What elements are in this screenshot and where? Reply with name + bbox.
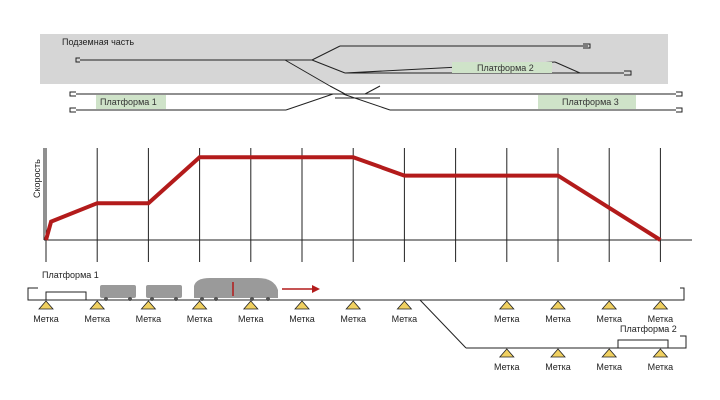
platform-3-label: Платформа 3 [562, 97, 619, 107]
platform-2-outline [617, 339, 669, 349]
marker-triangle-icon [601, 348, 618, 358]
marker: Метка [340, 300, 366, 324]
station-layout: Подземная часть Платформа 2 [40, 34, 683, 113]
marker-triangle-icon [294, 300, 310, 310]
marker-triangle-icon [140, 300, 157, 310]
marker-label: Метка [392, 314, 418, 324]
direction-arrow [282, 285, 320, 293]
speed-series-line [44, 155, 662, 242]
y-axis-label: Скорость [32, 159, 42, 198]
marker: Метка [33, 300, 59, 324]
bottom-platform-1-label: Платформа 1 [42, 270, 99, 280]
track-with-markers: Платформа 1 Платформа 2 Мет [27, 270, 687, 372]
marker-triangle-icon [498, 300, 515, 310]
marker-label: Метка [136, 314, 162, 324]
marker: Метка [596, 348, 622, 372]
marker: Метка [494, 300, 520, 324]
train [100, 278, 278, 301]
platform-2-label: Платформа 2 [477, 63, 534, 73]
marker-triangle-icon [38, 300, 54, 310]
marker-triangle-icon [89, 300, 106, 310]
marker-label: Метка [648, 362, 674, 372]
marker: Метка [238, 300, 264, 324]
marker: Метка [648, 300, 674, 324]
marker-triangle-icon [652, 300, 669, 310]
marker-triangle-icon [550, 348, 566, 358]
marker-label: Метка [494, 362, 520, 372]
marker-triangle-icon [345, 300, 362, 310]
train-wheels [104, 297, 270, 301]
platform-2-block [452, 62, 552, 73]
surface-tracks [69, 85, 683, 113]
marker-label: Метка [238, 314, 264, 324]
underground-label: Подземная часть [62, 37, 134, 47]
marker-label: Метка [289, 314, 315, 324]
bottom-platform-2-label: Платформа 2 [620, 324, 677, 334]
platform-3-block [538, 95, 636, 109]
train-car-1 [100, 285, 136, 298]
marker: Метка [187, 300, 213, 324]
marker: Метка [494, 348, 520, 372]
marker-triangle-icon [550, 300, 566, 310]
marker-label: Метка [596, 362, 622, 372]
marker: Метка [596, 300, 622, 324]
marker-triangle-icon [498, 348, 515, 358]
platform-1-outline [45, 291, 87, 301]
marker-triangle-icon [652, 348, 669, 358]
marker-triangle-icon [242, 300, 259, 310]
marker-label: Метка [545, 314, 571, 324]
marker-triangle-icon [396, 300, 413, 310]
train-car-2 [146, 285, 182, 298]
marker: Метка [136, 300, 162, 324]
marker: Метка [545, 348, 571, 372]
marker-label: Метка [545, 362, 571, 372]
train-locomotive [194, 278, 278, 298]
marker-label: Метка [494, 314, 520, 324]
marker: Метка [392, 300, 418, 324]
marker: Метка [648, 348, 674, 372]
speed-chart: Скорость [32, 148, 692, 262]
platform-1-label: Платформа 1 [100, 97, 157, 107]
platform-1-block [96, 95, 166, 109]
marker: Метка [545, 300, 571, 324]
marker-label: Метка [596, 314, 622, 324]
marker-label: Метка [648, 314, 674, 324]
marker-label: Метка [187, 314, 213, 324]
underground-area [40, 34, 668, 84]
marker: Метка [289, 300, 315, 324]
marker-label: Метка [33, 314, 59, 324]
marker-label: Метка [340, 314, 366, 324]
marker-label: Метка [84, 314, 110, 324]
marker-triangle-icon [601, 300, 618, 310]
marker-triangle-icon [191, 300, 208, 310]
marker: Метка [84, 300, 110, 324]
